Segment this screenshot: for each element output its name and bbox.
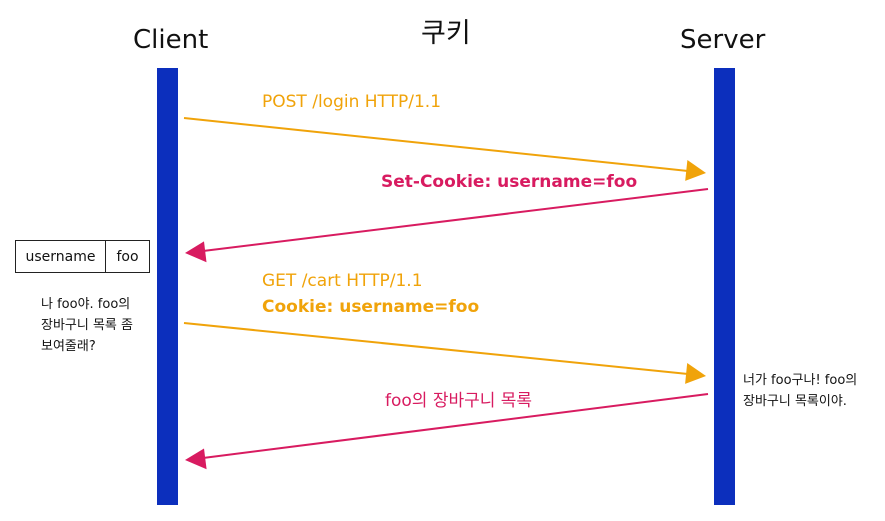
message-post-login: POST /login HTTP/1.1 [262,92,442,112]
client-note-line: 장바구니 목록 좀 [41,318,133,333]
message-cart-list: foo의 장바구니 목록 [385,391,533,411]
client-label: Client [133,25,209,55]
cookie-key-cell: username [16,241,106,272]
message-cookie-header: Cookie: username=foo [262,297,480,317]
server-note-line: 너가 foo구나! foo의 [743,373,858,388]
client-note-line: 보여줄래? [41,339,96,354]
arrow-set-cookie [185,188,709,263]
arrow-cart-list [185,393,709,470]
diagram-title: 쿠키 [421,18,471,49]
message-get-cart: GET /cart HTTP/1.1 [262,271,423,291]
message-set-cookie: Set-Cookie: username=foo [381,172,638,192]
cookie-value-cell: foo [116,248,139,265]
server-label: Server [680,25,766,55]
arrow-get-cart [183,322,706,384]
client-note-line: 나 foo야. foo의 [41,297,131,312]
cookie-store-table: username foo [15,240,150,273]
arrow-post-login [183,117,706,181]
server-note-line: 장바구니 목록이야. [743,394,847,409]
client-lifeline [157,68,178,505]
server-note: 너가 foo구나! foo의 장바구니 목록이야. [743,370,857,412]
client-note: 나 foo야. foo의 장바구니 목록 좀 보여줄래? [41,294,133,357]
server-lifeline [714,68,735,505]
